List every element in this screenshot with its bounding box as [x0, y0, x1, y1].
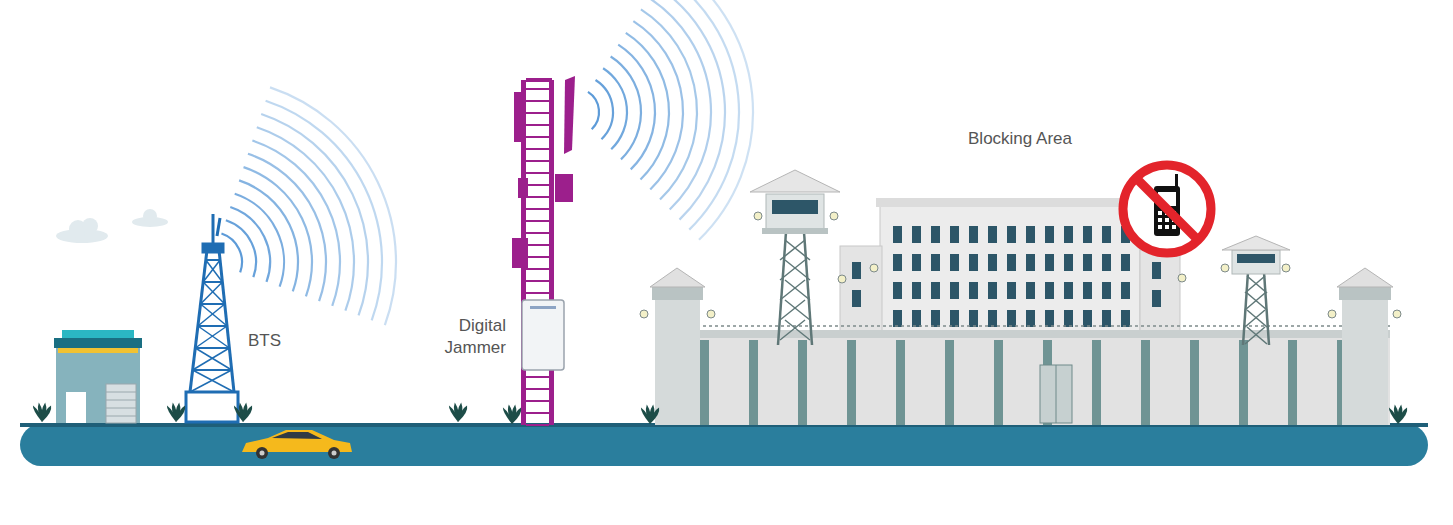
- car: [242, 430, 352, 459]
- jammer-tower: [512, 76, 575, 426]
- jammer-box: [522, 300, 564, 370]
- bts-tower: [186, 214, 238, 422]
- ground-band: [20, 424, 1428, 466]
- equipment-label: BTS: [248, 330, 308, 352]
- label-holder: Blocking Area: [940, 128, 1100, 150]
- station-building: [54, 330, 142, 423]
- plants: [33, 402, 1407, 424]
- prison: [640, 170, 1401, 425]
- clouds: [56, 209, 168, 243]
- equipment-label: Digital Jammer: [420, 315, 506, 359]
- label-holder: Digital Jammer: [420, 315, 506, 359]
- area-label: Blocking Area: [940, 128, 1100, 150]
- signal-waves: [221, 0, 753, 325]
- label-holder: BTS: [248, 330, 308, 352]
- no-phone-sign: [1123, 165, 1211, 253]
